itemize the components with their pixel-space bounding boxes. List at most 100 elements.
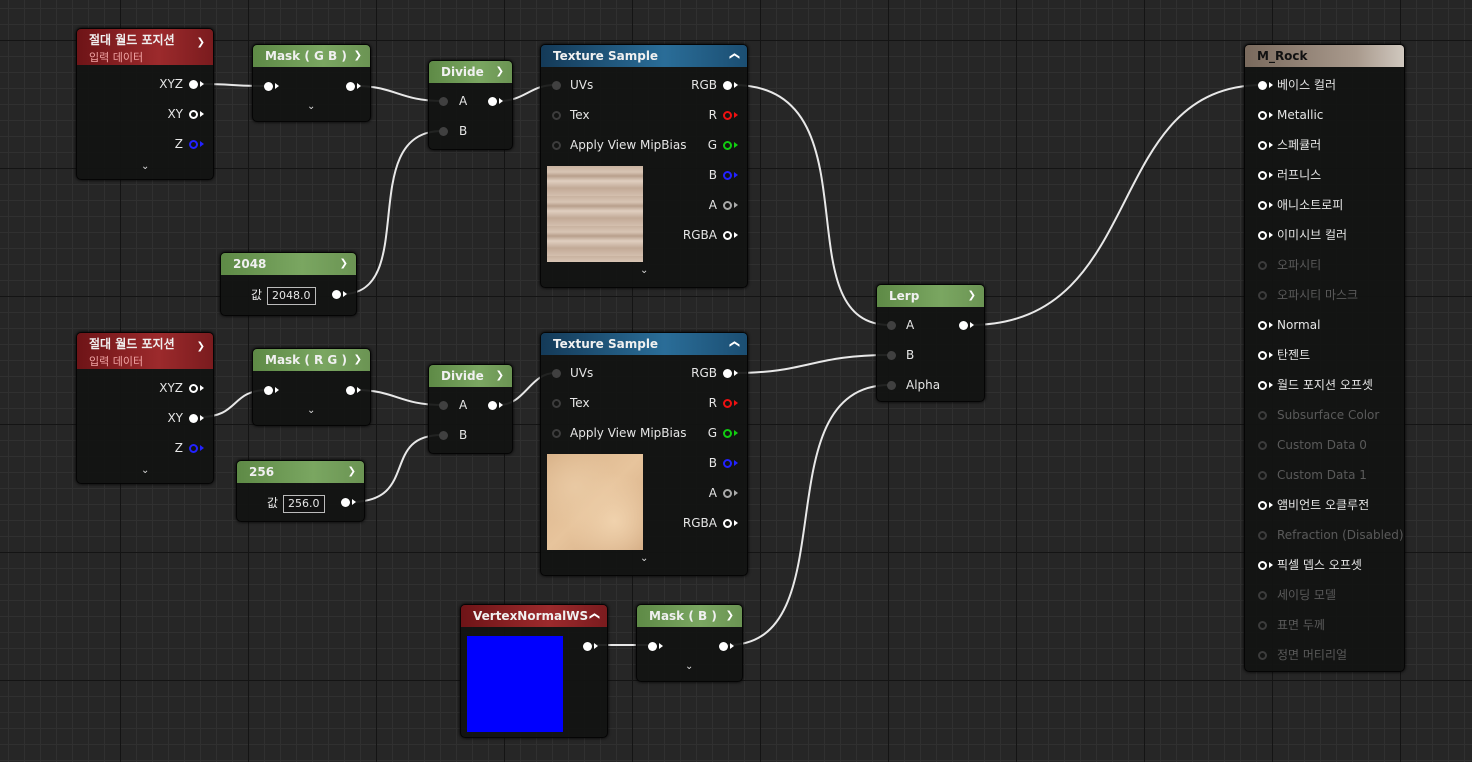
output-pin[interactable] [346, 82, 355, 91]
output-pin-rgba[interactable] [723, 231, 732, 240]
expand-chevron-icon[interactable]: ⌄ [307, 101, 316, 112]
output-pin-xyz[interactable] [189, 384, 198, 393]
node-header[interactable]: VertexNormalWS ❯ [461, 605, 607, 627]
chevron-down-icon[interactable]: ❯ [347, 466, 356, 477]
chevron-down-icon[interactable]: ❯ [353, 354, 362, 365]
chevron-down-icon[interactable]: ❯ [495, 66, 504, 77]
output-pin-xy[interactable] [189, 110, 198, 119]
output-pin-xyz[interactable] [189, 80, 198, 89]
node-header[interactable]: Texture Sample ❯ [541, 333, 747, 355]
constant-2048-node[interactable]: 2048 ❯ 값 2048.0 [220, 252, 357, 316]
output-pin-a[interactable] [723, 201, 732, 210]
material-input-pin[interactable] [1258, 591, 1267, 600]
value-field[interactable]: 256.0 [283, 495, 325, 513]
texture-sample-node-1[interactable]: Texture Sample ❯ UVs Tex Apply View MipB… [540, 44, 748, 288]
input-pin-tex[interactable] [552, 399, 561, 408]
output-pin-r[interactable] [723, 111, 732, 120]
expand-chevron-icon[interactable]: ⌄ [685, 661, 694, 672]
output-pin[interactable] [583, 642, 592, 651]
input-pin-b[interactable] [887, 351, 896, 360]
output-pin-xy[interactable] [189, 414, 198, 423]
node-header[interactable]: Mask ( R G ) ❯ [253, 349, 370, 371]
chevron-down-icon[interactable]: ❯ [339, 258, 348, 269]
absolute-world-position-node-1[interactable]: 절대 월드 포지션 입력 데이터 ❯ XYZ XY Z ⌄ [76, 28, 214, 180]
node-header[interactable]: 2048 ❯ [221, 253, 356, 275]
material-input-pin[interactable] [1258, 171, 1267, 180]
mask-gb-node[interactable]: Mask ( G B ) ❯ ⌄ [252, 44, 371, 122]
output-pin-g[interactable] [723, 141, 732, 150]
material-input-pin[interactable] [1258, 81, 1267, 90]
output-pin[interactable] [346, 386, 355, 395]
expand-chevron-icon[interactable]: ⌄ [640, 265, 649, 276]
output-pin[interactable] [959, 321, 968, 330]
chevron-down-icon[interactable]: ❯ [196, 37, 205, 48]
material-input-pin[interactable] [1258, 531, 1267, 540]
divide-node-1[interactable]: Divide ❯ A B [428, 60, 513, 150]
node-header[interactable]: Mask ( B ) ❯ [637, 605, 742, 627]
material-input-pin[interactable] [1258, 111, 1267, 120]
mask-rg-node[interactable]: Mask ( R G ) ❯ ⌄ [252, 348, 371, 426]
output-pin-z[interactable] [189, 140, 198, 149]
input-pin-b[interactable] [439, 127, 448, 136]
expand-chevron-icon[interactable]: ⌄ [141, 161, 150, 172]
input-pin[interactable] [264, 386, 273, 395]
expand-chevron-icon[interactable]: ⌄ [640, 553, 649, 564]
output-pin[interactable] [719, 642, 728, 651]
input-pin-mipbias[interactable] [552, 141, 561, 150]
node-header[interactable]: 256 ❯ [237, 461, 364, 483]
node-header[interactable]: Texture Sample ❯ [541, 45, 747, 67]
absolute-world-position-node-2[interactable]: 절대 월드 포지션 입력 데이터 ❯ XYZ XY Z ⌄ [76, 332, 214, 484]
material-input-pin[interactable] [1258, 351, 1267, 360]
input-pin-a[interactable] [439, 401, 448, 410]
input-pin[interactable] [264, 82, 273, 91]
node-header[interactable]: Divide ❯ [429, 365, 512, 387]
material-input-pin[interactable] [1258, 471, 1267, 480]
chevron-down-icon[interactable]: ❯ [967, 290, 976, 301]
material-input-pin[interactable] [1258, 261, 1267, 270]
material-input-pin[interactable] [1258, 621, 1267, 630]
node-header[interactable]: M_Rock [1245, 45, 1404, 67]
vertex-normal-ws-node[interactable]: VertexNormalWS ❯ [460, 604, 608, 738]
texture-sample-node-2[interactable]: Texture Sample ❯ UVs Tex Apply View MipB… [540, 332, 748, 576]
material-input-pin[interactable] [1258, 441, 1267, 450]
output-pin-g[interactable] [723, 429, 732, 438]
node-header[interactable]: Lerp ❯ [877, 285, 984, 307]
material-input-pin[interactable] [1258, 321, 1267, 330]
material-input-pin[interactable] [1258, 141, 1267, 150]
input-pin-alpha[interactable] [887, 381, 896, 390]
input-pin-uvs[interactable] [552, 81, 561, 90]
node-header[interactable]: 절대 월드 포지션 입력 데이터 ❯ [77, 29, 213, 65]
value-field[interactable]: 2048.0 [267, 287, 316, 305]
input-pin[interactable] [648, 642, 657, 651]
output-pin-a[interactable] [723, 489, 732, 498]
output-pin-b[interactable] [723, 459, 732, 468]
output-pin-r[interactable] [723, 399, 732, 408]
chevron-up-icon[interactable]: ❯ [588, 611, 600, 621]
material-input-pin[interactable] [1258, 651, 1267, 660]
material-input-pin[interactable] [1258, 381, 1267, 390]
output-pin[interactable] [488, 401, 497, 410]
material-input-pin[interactable] [1258, 231, 1267, 240]
input-pin-mipbias[interactable] [552, 429, 561, 438]
lerp-node[interactable]: Lerp ❯ A B Alpha [876, 284, 985, 402]
material-input-pin[interactable] [1258, 201, 1267, 210]
output-pin[interactable] [332, 290, 341, 299]
node-header[interactable]: Divide ❯ [429, 61, 512, 83]
material-input-pin[interactable] [1258, 501, 1267, 510]
input-pin-uvs[interactable] [552, 369, 561, 378]
output-pin-b[interactable] [723, 171, 732, 180]
expand-chevron-icon[interactable]: ⌄ [141, 465, 150, 476]
chevron-down-icon[interactable]: ❯ [495, 370, 504, 381]
divide-node-2[interactable]: Divide ❯ A B [428, 364, 513, 454]
material-input-pin[interactable] [1258, 411, 1267, 420]
chevron-up-icon[interactable]: ❯ [728, 51, 740, 61]
chevron-down-icon[interactable]: ❯ [196, 341, 205, 352]
input-pin-a[interactable] [439, 97, 448, 106]
chevron-down-icon[interactable]: ❯ [353, 50, 362, 61]
material-input-pin[interactable] [1258, 561, 1267, 570]
chevron-down-icon[interactable]: ❯ [725, 610, 734, 621]
chevron-up-icon[interactable]: ❯ [728, 339, 740, 349]
output-pin[interactable] [488, 97, 497, 106]
mask-b-node[interactable]: Mask ( B ) ❯ ⌄ [636, 604, 743, 682]
